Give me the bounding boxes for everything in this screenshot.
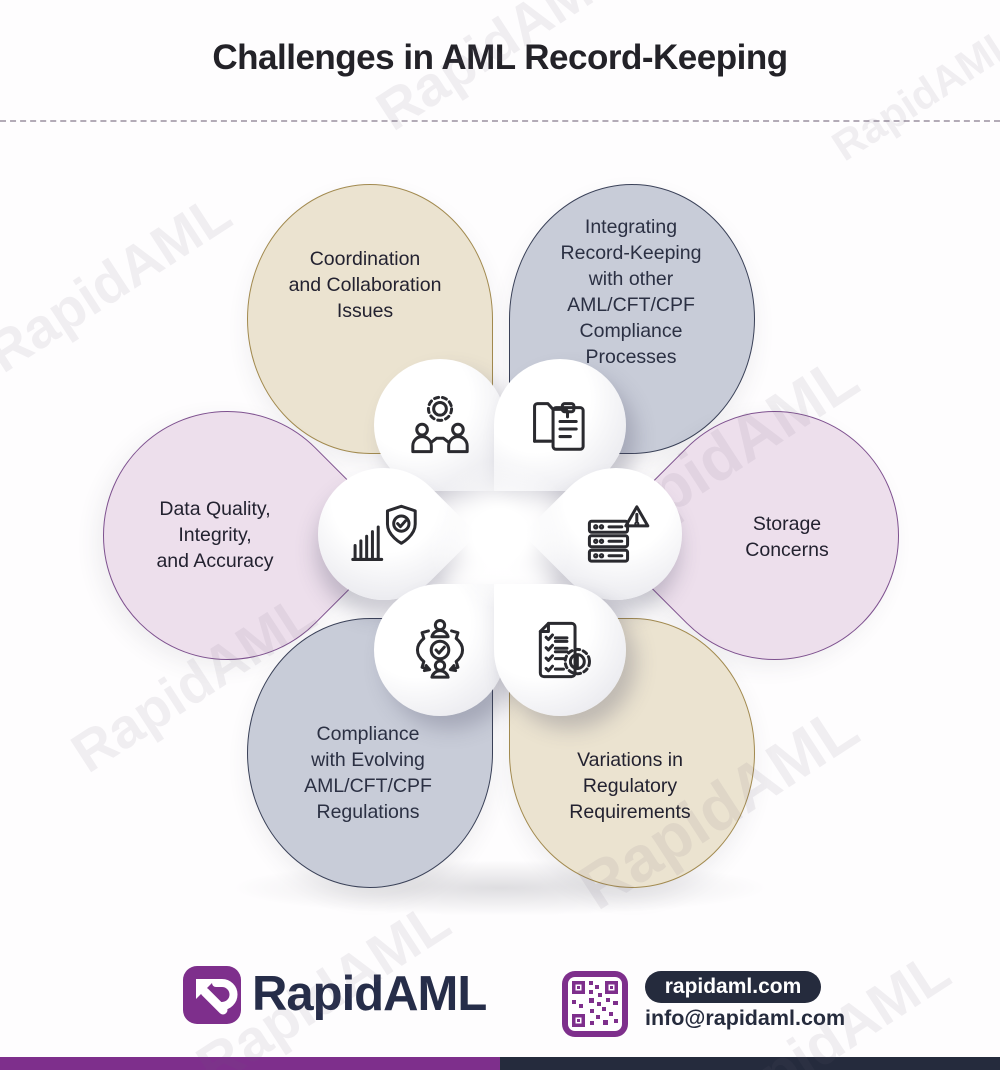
footer-bar-navy bbox=[500, 1057, 1000, 1070]
rapidaml-arrow-logo-icon bbox=[183, 966, 241, 1024]
folder-records-icon bbox=[523, 388, 597, 462]
coordination-gear-people-icon bbox=[403, 388, 477, 462]
petal-label-data-quality: Data Quality, Integrity, and Accuracy bbox=[156, 498, 274, 572]
email-link[interactable]: info@rapidaml.com bbox=[645, 1006, 846, 1030]
brand-wordmark: RapidAML bbox=[252, 967, 487, 1021]
shield-check-barchart-icon bbox=[347, 497, 421, 571]
checklist-gear-icon bbox=[523, 613, 597, 687]
footer-bar-purple bbox=[0, 1057, 500, 1070]
qr-code-icon bbox=[562, 971, 628, 1037]
petal-label-integrating: Integrating Record-Keeping with other AM… bbox=[560, 216, 702, 368]
petal-label-coordination: Coordination and Collaboration Issues bbox=[288, 248, 442, 322]
petal-label-compliance: Compliance with Evolving AML/CFT/CPF Reg… bbox=[304, 723, 432, 823]
center-glow bbox=[425, 460, 575, 610]
website-pill[interactable]: rapidaml.com bbox=[645, 971, 821, 1003]
watermark-text: RapidAML bbox=[0, 180, 242, 385]
divider-dashed-line bbox=[0, 120, 1000, 122]
page-title: Challenges in AML Record-Keeping bbox=[212, 38, 788, 77]
watermark-text: RapidAML bbox=[685, 938, 962, 1070]
server-warning-icon bbox=[579, 497, 653, 571]
petal-label-variations: Variations in Regulatory Requirements bbox=[569, 749, 691, 823]
person-gear-cycle-check-icon bbox=[403, 613, 477, 687]
petal-label-storage: Storage Concerns bbox=[745, 513, 829, 561]
